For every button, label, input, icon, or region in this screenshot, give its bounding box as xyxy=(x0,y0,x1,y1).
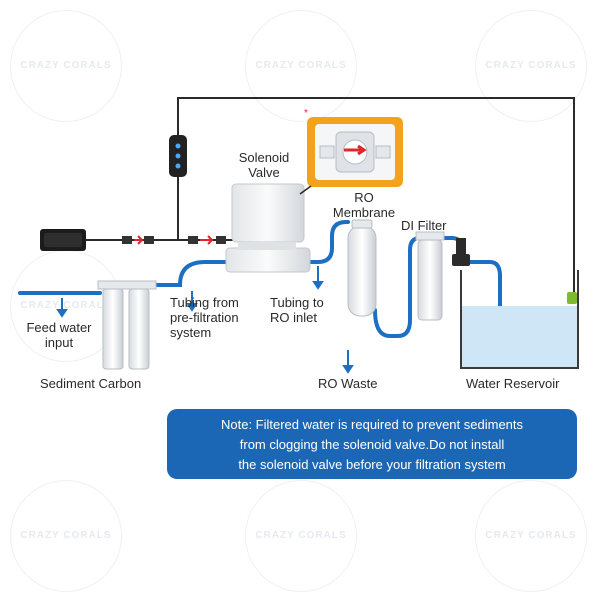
label-line: RO inlet xyxy=(270,310,317,325)
label-line: RO xyxy=(354,190,374,205)
wire-connector-icon xyxy=(122,235,226,245)
watermark: CRAZY CORALS xyxy=(475,10,587,122)
zoom-inset: * xyxy=(299,108,403,195)
water-reservoir-icon xyxy=(460,270,579,369)
note-line: the solenoid valve before your filtratio… xyxy=(238,457,506,472)
watermark: CRAZY CORALS xyxy=(245,480,357,592)
label-ro-membrane: RO Membrane xyxy=(322,190,406,220)
label-line: Feed water xyxy=(26,320,92,335)
note-line: Note: Filtered water is required to prev… xyxy=(220,417,524,432)
solenoid-valve-icon xyxy=(225,183,311,273)
svg-text:*: * xyxy=(304,108,308,119)
note-banner: Note: Filtered water is required to prev… xyxy=(167,409,577,479)
label-sediment-carbon: Sediment Carbon xyxy=(40,376,142,391)
watermark: CRAZY CORALS xyxy=(10,480,122,592)
label-line: Tubing to xyxy=(270,295,324,310)
label-tubing-ro-inlet: Tubing to RO inlet xyxy=(270,295,324,325)
sediment-carbon-filters xyxy=(97,280,157,370)
check-valve-icon xyxy=(452,238,470,266)
label-line: pre-filtration xyxy=(170,310,239,325)
label-di-filter: DI Filter xyxy=(401,218,447,233)
label-line: system xyxy=(170,325,212,340)
watermark: CRAZY CORALS xyxy=(245,10,357,122)
label-water-reservoir: Water Reservoir xyxy=(466,376,560,391)
label-feed-water-input: Feed water input xyxy=(16,320,102,350)
note-line: from clogging the solenoid valve.Do not … xyxy=(239,437,505,452)
label-line: Solenoid xyxy=(238,150,290,165)
label-line: Membrane xyxy=(332,205,396,220)
label-line: Tubing from xyxy=(170,295,239,310)
label-tubing-prefiltration: Tubing from pre-filtration system xyxy=(170,295,239,340)
power-adapter-icon xyxy=(40,229,86,251)
ro-membrane-icon xyxy=(347,219,377,317)
label-line: input xyxy=(44,335,74,350)
flow-arrow-icon xyxy=(56,266,354,374)
label-line: Valve xyxy=(248,165,280,180)
label-solenoid-valve: Solenoid Valve xyxy=(226,150,302,180)
watermark: CRAZY CORALS xyxy=(475,480,587,592)
label-ro-waste: RO Waste xyxy=(318,376,378,391)
controller-module xyxy=(169,135,187,177)
watermark: CRAZY CORALS xyxy=(10,10,122,122)
di-filter-icon xyxy=(415,231,445,321)
